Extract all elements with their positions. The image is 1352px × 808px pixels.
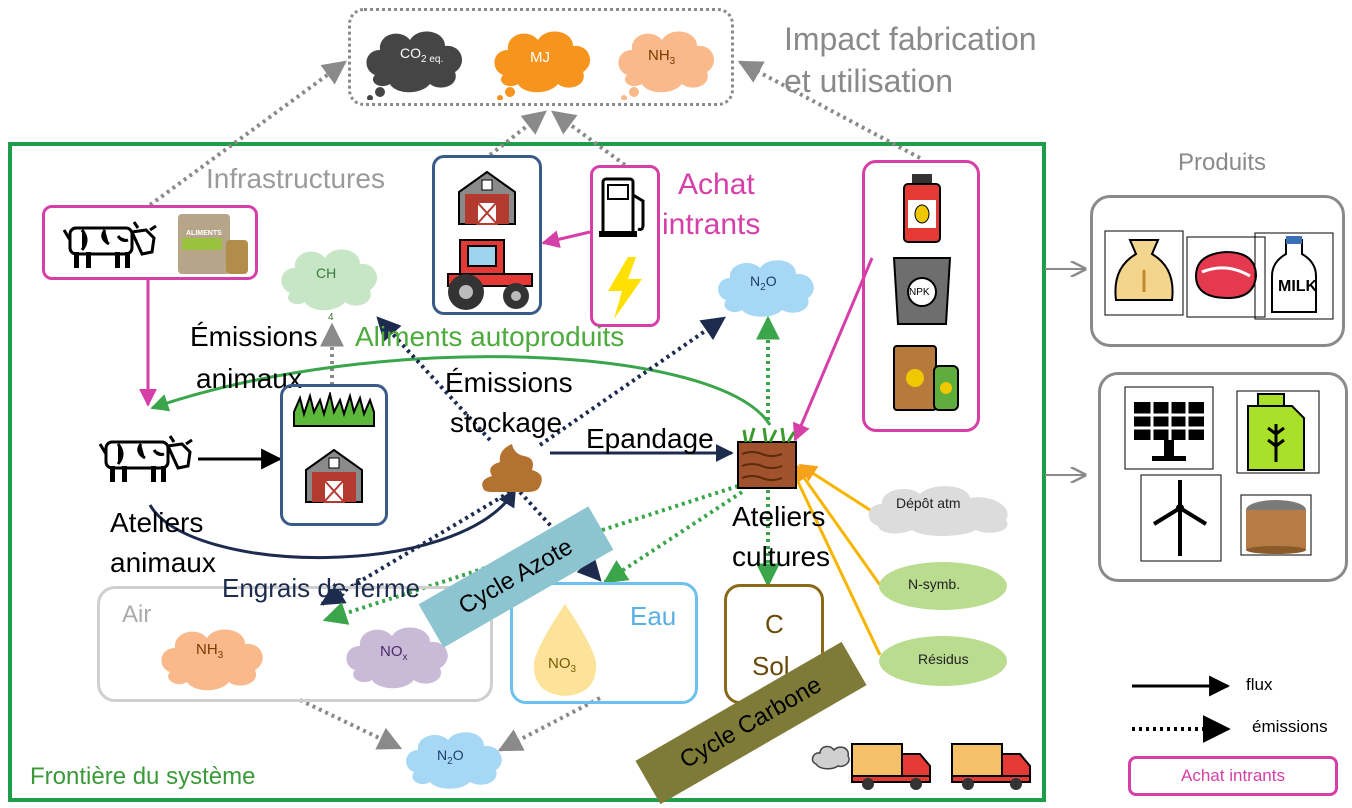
no3-label: NO3 xyxy=(548,655,577,675)
achat-intrants-line2: intrants xyxy=(662,208,761,241)
ateliers-animaux-line1: Ateliers xyxy=(110,507,204,538)
legend-achat-box: Achat intrants xyxy=(1128,756,1338,796)
aliments-autoproduits-label: Aliments autoproduits xyxy=(355,321,625,352)
legend-achat-label: Achat intrants xyxy=(1181,766,1285,785)
barn-icon xyxy=(458,170,516,225)
n2o-bottom-label: N2O xyxy=(437,747,464,767)
depot-atm-cloud xyxy=(868,486,1008,536)
legend-flux-label: flux xyxy=(1246,675,1273,694)
tractor-icon xyxy=(447,239,533,310)
biofuel-can-icon xyxy=(1236,390,1320,474)
wind-turbine-icon xyxy=(1140,474,1222,562)
eau-label: Eau xyxy=(630,601,677,631)
air-label: Air xyxy=(122,601,152,628)
emissions-stockage-line2: stockage xyxy=(450,407,563,438)
crop-inputs-box xyxy=(862,160,980,432)
purchased-feed-box xyxy=(42,205,258,280)
engrais-de-ferme-label: Engrais de ferme xyxy=(222,573,420,603)
ateliers-cultures-line1: Ateliers xyxy=(732,501,826,532)
lightning-icon xyxy=(608,257,642,319)
infrastructures-label: Infrastructures xyxy=(206,163,385,194)
pesticide-icon xyxy=(903,174,941,243)
energy-input-box xyxy=(590,165,660,327)
fuel-pump-icon xyxy=(599,177,645,237)
ateliers-animaux-line2: animaux xyxy=(110,547,216,578)
nh3-air-cloud xyxy=(161,629,263,691)
ch4-cloud xyxy=(281,249,378,311)
infrastructure-box xyxy=(432,155,542,315)
stable-icon xyxy=(305,448,363,503)
emissions-stockage-line1: Émissions xyxy=(445,367,573,398)
milk-label: MILK xyxy=(1278,278,1318,295)
nh3-impact-cloud xyxy=(618,31,715,100)
milk-bottle-icon xyxy=(1254,232,1334,320)
n2o-bottom-cloud xyxy=(406,732,502,789)
n-symb-ellipse xyxy=(879,562,1007,610)
ateliers-cultures-line2: cultures xyxy=(732,541,831,572)
livestock-icon xyxy=(98,435,193,482)
biogas-digester-icon xyxy=(1240,494,1312,556)
n-symb-label: N-symb. xyxy=(908,576,961,592)
nox-label: NOx xyxy=(380,643,408,663)
eau-box xyxy=(510,582,698,704)
impact-box xyxy=(348,8,734,106)
produits-title: Produits xyxy=(1178,149,1267,176)
residus-ellipse xyxy=(879,636,1007,686)
residus-label: Résidus xyxy=(918,651,969,667)
seeds-icon xyxy=(893,345,959,411)
epandage-label: Epandage xyxy=(586,423,714,454)
ch4-label: CH xyxy=(316,265,337,281)
npk-bag-icon xyxy=(892,257,952,325)
legend-emissions-label: émissions xyxy=(1252,717,1328,736)
products-box xyxy=(1090,195,1345,347)
npk-label: NPK xyxy=(909,287,930,298)
energy-products-box xyxy=(1098,372,1348,582)
grain-sack-icon xyxy=(1104,230,1184,316)
truck-icon xyxy=(851,743,931,790)
cow-icon xyxy=(62,221,157,268)
truck-icon-2 xyxy=(951,743,1031,790)
steak-icon xyxy=(1186,236,1266,318)
water-drop-icon xyxy=(533,604,597,696)
mj-cloud xyxy=(494,31,591,100)
manure-icon xyxy=(482,444,542,492)
nh3-impact-label: NH3 xyxy=(648,47,676,67)
co2-label: CO2 eq. xyxy=(400,45,444,65)
boundary-label: Frontière du système xyxy=(30,763,256,790)
achat-intrants-line1: Achat xyxy=(678,168,755,201)
emissions-animaux-line1: Émissions xyxy=(190,321,318,352)
impact-label-line2: et utilisation xyxy=(784,63,953,99)
grass-icon xyxy=(293,392,375,427)
air-box xyxy=(97,586,493,702)
impact-label-line1: Impact fabrication xyxy=(784,21,1037,57)
c-sol-line1: C xyxy=(765,609,784,639)
n2o-top-cloud xyxy=(718,260,814,317)
ch4-subscript: 4 xyxy=(328,312,334,323)
solar-panel-icon xyxy=(1124,386,1214,470)
exhaust-cloud-icon xyxy=(811,745,850,770)
mj-label: MJ xyxy=(530,49,550,66)
feed-bag-icon xyxy=(178,214,248,274)
depot-atm-label: Dépôt atm xyxy=(896,495,961,511)
feed-bag-text: ALIMENTS xyxy=(186,230,222,237)
co2-cloud xyxy=(366,31,463,100)
nox-cloud xyxy=(346,627,448,689)
n2o-top-label: N2O xyxy=(750,273,777,293)
soil-icon xyxy=(737,427,797,489)
animal-housing-box xyxy=(280,384,388,526)
nh3-air-label: NH3 xyxy=(196,641,224,661)
